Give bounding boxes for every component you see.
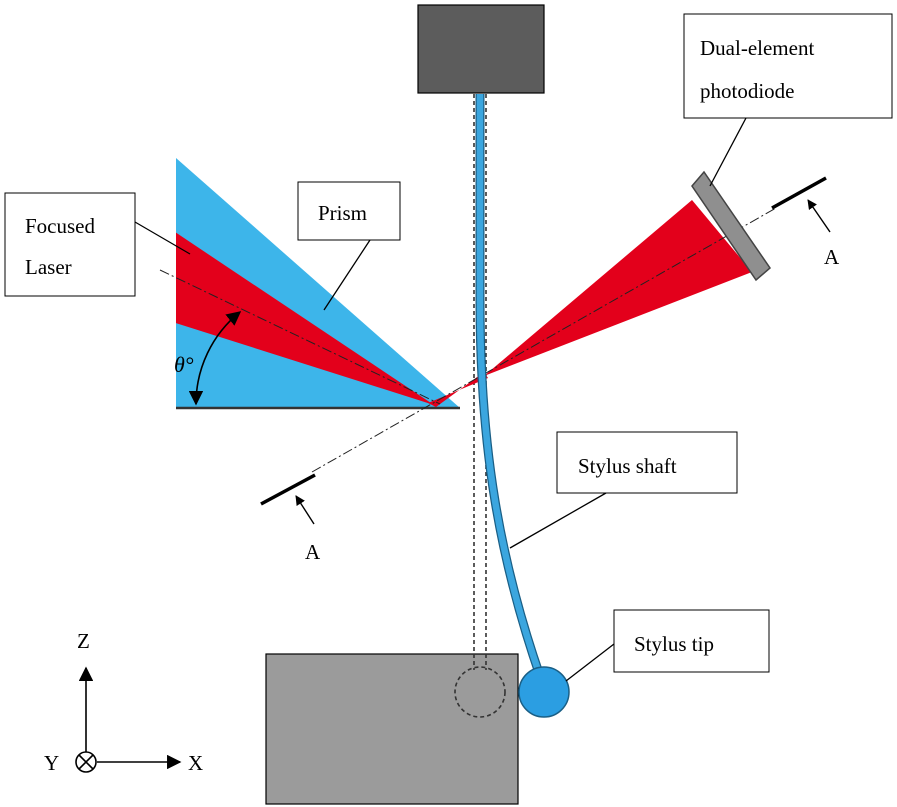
focused-laser-label-line2: Laser [25,255,72,279]
optical-axis-line [159,269,441,405]
stylus-shaft [475,94,545,678]
stylus-shaft-label: Stylus shaft [578,454,677,478]
focused-laser-label-box [4,192,136,297]
stylus-tip-label-box [613,609,770,673]
axis-x-label: X [188,751,203,775]
prism-label-box [297,181,401,241]
top-mount-block [417,4,545,94]
section-a-top-label: A [824,245,840,269]
photodiode-label-line2: photodiode [700,79,795,103]
stylus-tip [518,666,570,718]
photodiode-label-line1: Dual-element [700,36,814,60]
prism-label: Prism [318,201,367,225]
dual-element-photodiode [691,170,771,282]
section-marker-a-bottom: A [260,473,321,564]
stylus-shaft-label-box [556,431,738,494]
base-block [265,653,519,805]
stylus-tip-label: Stylus tip [634,632,714,656]
section-marker-a-top: A [771,176,840,269]
axis-z-label: Z [77,629,90,653]
theta-angle-arc [188,311,242,406]
focused-laser-label-line1: Focused [25,214,95,238]
coordinate-axes: Z Y X [44,629,203,775]
reflected-laser-beam [484,200,752,376]
photodiode-label-box [683,13,893,119]
axis-y-label: Y [44,751,59,775]
theta-label: θ° [174,352,194,377]
y-axis-into-page-icon [75,751,97,773]
section-a-bottom-label: A [305,540,321,564]
section-line [311,207,777,473]
stylus-shaft-leader-line [509,492,607,549]
prism-leader-line [323,239,371,311]
incident-laser-beam [176,222,434,405]
focused-laser-leader-line [134,221,191,255]
photodiode-leader-line [709,117,747,187]
stylus-tip-leader-line [565,643,615,682]
